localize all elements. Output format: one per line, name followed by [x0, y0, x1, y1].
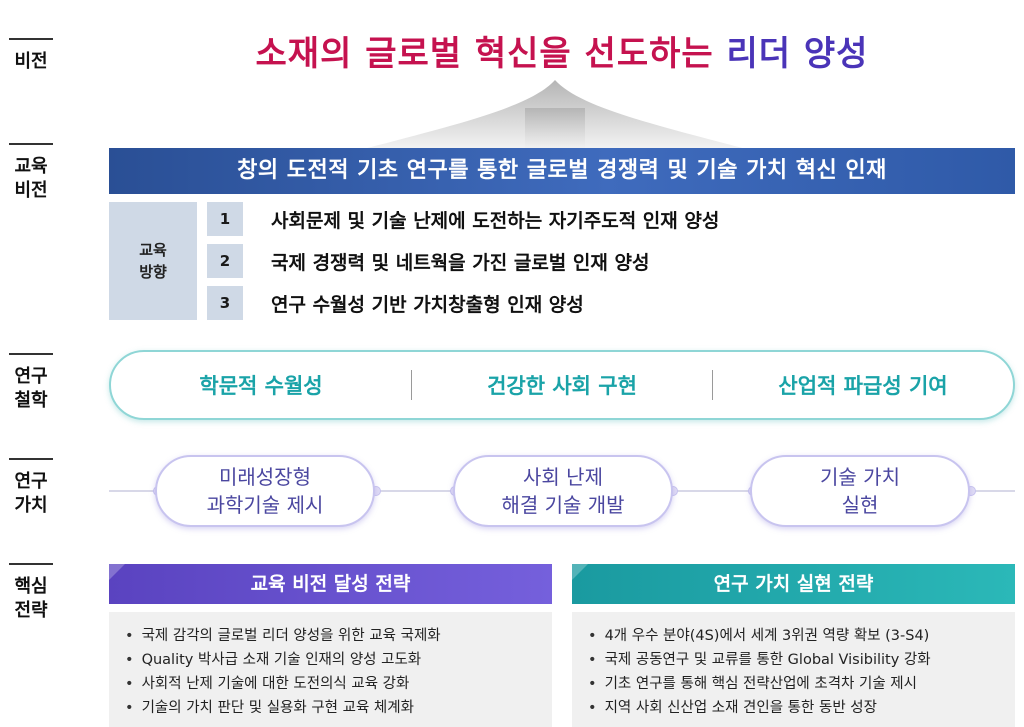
edu-strategy-header: 교육 비전 달성 전략 [109, 564, 552, 604]
edu-strategy-list: 국제 감각의 글로벌 리더 양성을 위한 교육 국제화 Quality 박사급 … [109, 612, 552, 727]
list-item: 국제 감각의 글로벌 리더 양성을 위한 교육 국제화 [125, 624, 552, 648]
philosophy-bar: 학문적 수월성 건강한 사회 구현 산업적 파급성 기여 [109, 350, 1015, 420]
list-item: Quality 박사급 소재 기술 인재의 양성 고도화 [125, 648, 552, 672]
edu-vision-banner: 창의 도전적 기초 연구를 통한 글로벌 경쟁력 및 기술 가치 혁신 인재 [109, 148, 1015, 194]
edu-direction-item: 2 국제 경쟁력 및 네트웍을 가진 글로벌 인재 양성 [207, 244, 649, 278]
label-strategy: 핵심 전략 [0, 563, 62, 623]
direction-number: 2 [207, 244, 243, 278]
label-edu-vision: 교육 비전 [0, 143, 62, 203]
list-item: 국제 공동연구 및 교류를 통한 Global Visibility 강화 [588, 648, 1015, 672]
edu-strategy-title: 교육 비전 달성 전략 [250, 573, 411, 595]
res-strategy-header: 연구 가치 실현 전략 [572, 564, 1015, 604]
direction-number: 1 [207, 202, 243, 236]
edu-direction-item: 1 사회문제 및 기술 난제에 도전하는 자기주도적 인재 양성 [207, 202, 719, 236]
divider [411, 370, 412, 400]
label-philosophy: 연구 철학 [0, 353, 62, 413]
value-pill: 사회 난제 해결 기술 개발 [453, 455, 673, 527]
philosophy-item: 학문적 수월성 [199, 374, 323, 398]
direction-number: 3 [207, 286, 243, 320]
label-vision: 비전 [0, 38, 62, 74]
edu-direction-label: 교육 방향 [109, 202, 197, 320]
up-arrow-icon [360, 78, 750, 150]
list-item: 사회적 난제 기술에 대한 도전의식 교육 강화 [125, 672, 552, 696]
list-item: 기초 연구를 통해 핵심 전략산업에 초격차 기술 제시 [588, 672, 1015, 696]
divider [712, 370, 713, 400]
value-pill: 기술 가치 실현 [750, 455, 970, 527]
direction-text: 국제 경쟁력 및 네트웍을 가진 글로벌 인재 양성 [271, 251, 650, 274]
value-pill: 미래성장형 과학기술 제시 [155, 455, 375, 527]
list-item: 4개 우수 분야(4S)에서 세계 3위권 역량 확보 (3-S4) [588, 624, 1015, 648]
res-strategy-title: 연구 가치 실현 전략 [713, 573, 874, 595]
philosophy-item: 건강한 사회 구현 [487, 374, 637, 398]
vision-title-part1: 소재의 글로벌 혁신을 선도하는 [255, 34, 714, 74]
list-item: 기술의 가치 판단 및 실용화 구현 교육 체계화 [125, 696, 552, 720]
philosophy-item: 산업적 파급성 기여 [778, 374, 948, 398]
direction-text: 사회문제 및 기술 난제에 도전하는 자기주도적 인재 양성 [271, 209, 720, 232]
direction-text: 연구 수월성 기반 가치창출형 인재 양성 [271, 293, 584, 316]
edu-direction-item: 3 연구 수월성 기반 가치창출형 인재 양성 [207, 286, 584, 320]
vision-title: 소재의 글로벌 혁신을 선도하는 리더 양성 [100, 26, 1024, 75]
label-values: 연구 가치 [0, 458, 62, 518]
list-item: 지역 사회 신산업 소재 견인을 통한 동반 성장 [588, 696, 1015, 720]
vision-title-part2: 리더 양성 [713, 34, 869, 74]
res-strategy-list: 4개 우수 분야(4S)에서 세계 3위권 역량 확보 (3-S4) 국제 공동… [572, 612, 1015, 727]
